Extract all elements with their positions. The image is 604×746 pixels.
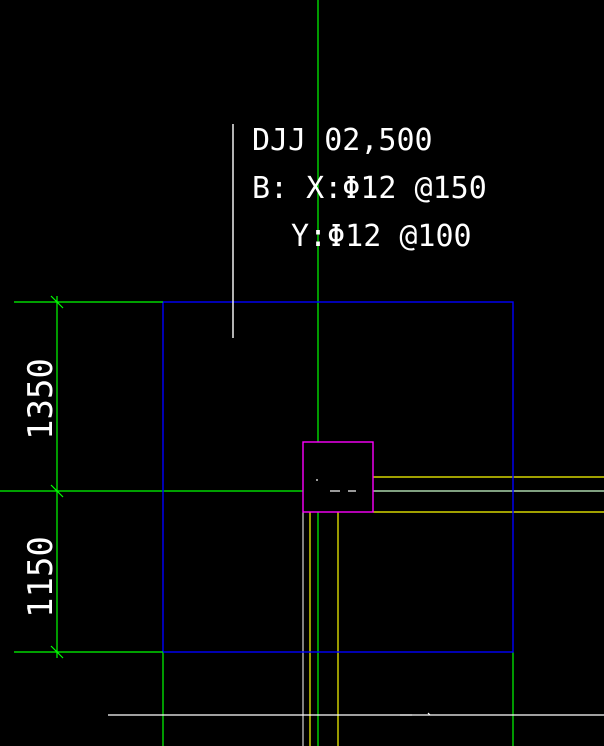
reinforcement-y-label[interactable]: Y:Φ12 @100 <box>291 219 472 254</box>
dimension-lines <box>14 295 163 659</box>
column-center-mark <box>316 479 356 492</box>
dimension-upper-text[interactable]: 1350 <box>21 358 61 440</box>
beam-lines <box>309 476 604 746</box>
beam-center-lines <box>302 490 604 746</box>
footing-label[interactable]: DJJ 02,500 <box>252 123 433 158</box>
bottom-marks <box>400 712 431 716</box>
footing-outline[interactable] <box>162 301 514 653</box>
footing-edge-extensions <box>162 652 514 746</box>
reinforcement-x-label[interactable]: B: X:Φ12 @150 <box>252 171 487 206</box>
column-outline[interactable] <box>302 441 374 513</box>
dimension-lower-text[interactable]: 1150 <box>21 536 61 618</box>
